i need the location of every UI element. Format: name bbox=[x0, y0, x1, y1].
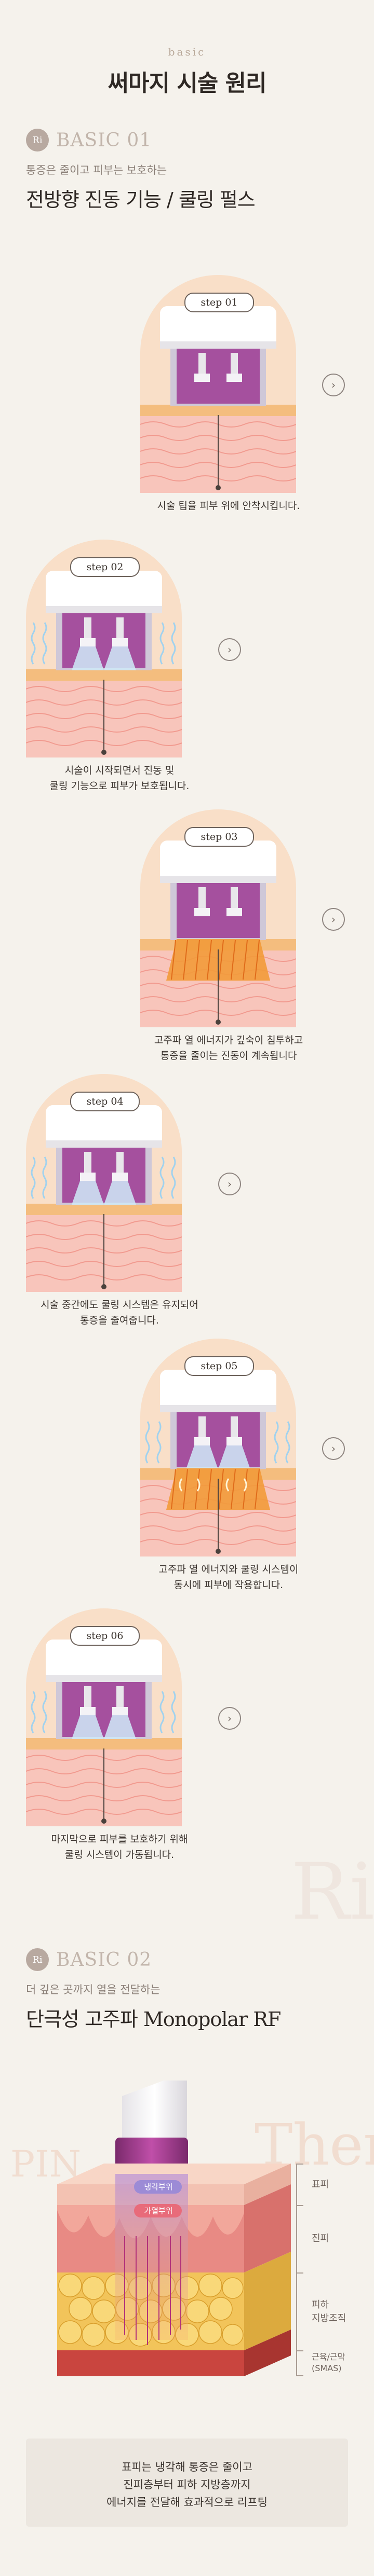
next-step-button[interactable]: › bbox=[322, 908, 345, 931]
summary-line-3: 에너지를 전달해 효과적으로 리프팅 bbox=[106, 2496, 268, 2509]
layer-tick bbox=[296, 2350, 303, 2351]
step-caption-line-1: 시술이 시작되면서 진동 및 bbox=[64, 765, 175, 776]
caption-leader-line bbox=[101, 680, 106, 755]
chevron-right-icon: › bbox=[228, 643, 232, 656]
layer-tick bbox=[296, 2272, 303, 2274]
section-subtitle: 통증은 줄이고 피부는 보호하는 bbox=[26, 164, 167, 176]
monopolar-rf-diagram: Ther PIN bbox=[0, 2081, 374, 2392]
caption-leader-line bbox=[216, 415, 221, 490]
step-caption-line-2: 통증을 줄여줍니다. bbox=[80, 1315, 159, 1326]
section-label: BASIC 01 bbox=[56, 129, 152, 151]
step-label: step 03 bbox=[184, 827, 254, 847]
section-label: BASIC 02 bbox=[56, 1949, 152, 1971]
step-caption-line-2: 통증을 줄이는 진동이 계속됩니다 bbox=[160, 1050, 297, 1062]
layer-tick bbox=[296, 2164, 303, 2165]
layer-muscle-label: 근육/근막 (SMAS) bbox=[312, 2351, 345, 2374]
tag-cool-bg bbox=[134, 2180, 182, 2194]
tag-cool-label: 냉각부위 bbox=[144, 2182, 173, 2192]
chevron-right-icon: › bbox=[331, 1442, 336, 1455]
caption-leader-line bbox=[101, 1748, 106, 1824]
step-label: step 06 bbox=[70, 1626, 140, 1646]
next-step-button[interactable]: › bbox=[218, 1173, 241, 1195]
chevron-right-icon: › bbox=[331, 913, 336, 926]
step-caption: 시술 중간에도 쿨링 시스템은 유지되어 통증을 줄여줍니다. bbox=[10, 1297, 229, 1328]
skin-cross-section-illustration bbox=[57, 2081, 291, 2376]
section-basic01-head: Ri BASIC 01 통증은 줄이고 피부는 보호하는 전방향 진동 기능 /… bbox=[26, 129, 348, 212]
step-caption: 고주파 열 에너지와 쿨링 시스템이 동시에 피부에 작용합니다. bbox=[119, 1562, 338, 1593]
step-caption-line-1: 시술 팁을 피부 위에 안착시킵니다. bbox=[157, 500, 300, 512]
next-step-button[interactable]: › bbox=[322, 374, 345, 396]
section-title: 전방향 진동 기능 / 쿨링 펄스 bbox=[26, 188, 256, 211]
step-caption-line-1: 시술 중간에도 쿨링 시스템은 유지되어 bbox=[41, 1299, 198, 1311]
brand-badge-icon: Ri bbox=[26, 1948, 49, 1971]
step-caption-line-2: 동시에 피부에 작용합니다. bbox=[173, 1579, 284, 1591]
watermark-ri: Ri bbox=[291, 1847, 374, 1937]
layer-fat-line2: 지방조직 bbox=[312, 2313, 346, 2324]
step-caption-line-1: 고주파 열 에너지와 쿨링 시스템이 bbox=[158, 1564, 299, 1575]
layer-muscle-line1: 근육/근막 bbox=[312, 2352, 345, 2362]
step-block: step 01 › 시술 팁을 피부 위에 안착시킵니다. bbox=[0, 275, 374, 571]
page-title: 써마지 시술 원리 bbox=[108, 70, 267, 97]
caption-leader-line bbox=[216, 949, 221, 1025]
caption-leader-line bbox=[101, 1214, 106, 1289]
layer-epidermis-label: 표피 bbox=[312, 2179, 329, 2190]
step-label: step 05 bbox=[184, 1356, 254, 1376]
step-caption-line-1: 고주파 열 에너지가 깊숙이 침투하고 bbox=[154, 1035, 303, 1046]
chevron-right-icon: › bbox=[228, 1178, 232, 1190]
caption-leader-line bbox=[216, 1479, 221, 1554]
summary-line-2: 진피층부터 피하 지방층까지 bbox=[123, 2478, 251, 2491]
layer-muscle-line2: (SMAS) bbox=[312, 2363, 342, 2373]
step-caption-line-1: 마지막으로 피부를 보호하기 위해 bbox=[51, 1834, 188, 1845]
step-block: step 04 › 시술 중간에도 쿨링 시스템은 유지되어 통증을 줄여줍니다… bbox=[0, 1074, 374, 1370]
step-caption: 고주파 열 에너지가 깊숙이 침투하고 통증을 줄이는 진동이 계속됩니다 bbox=[119, 1032, 338, 1064]
chevron-right-icon: › bbox=[331, 379, 336, 391]
section-subtitle: 더 깊은 곳까지 열을 전달하는 bbox=[26, 1983, 161, 1996]
section-title: 단극성 고주파 Monopolar RF bbox=[26, 2003, 348, 2032]
chevron-right-icon: › bbox=[228, 1712, 232, 1725]
summary-line-1: 표피는 냉각해 통증은 줄이고 bbox=[122, 2461, 252, 2473]
layer-tick bbox=[296, 2375, 303, 2376]
header-kicker: basic bbox=[168, 46, 206, 58]
step-caption: 시술 팁을 피부 위에 안착시킵니다. bbox=[119, 498, 338, 514]
step-block: step 02 › 시술이 시작되면서 진동 및 쿨링 기능으로 피부가 보호됩… bbox=[0, 540, 374, 835]
watermark-pin: PIN bbox=[10, 2143, 82, 2185]
next-step-button[interactable]: › bbox=[218, 1707, 241, 1730]
next-step-button[interactable]: › bbox=[322, 1437, 345, 1460]
section-title-ko: 단극성 고주파 bbox=[26, 2008, 138, 2031]
layer-dermis-label: 진피 bbox=[312, 2233, 329, 2244]
section-title-en: Monopolar RF bbox=[143, 2008, 281, 2031]
layer-fat-line1: 피하 bbox=[312, 2299, 329, 2310]
step-caption: 시술이 시작되면서 진동 및 쿨링 기능으로 피부가 보호됩니다. bbox=[10, 763, 229, 794]
step-caption-line-2: 쿨링 시스템이 가동됩니다. bbox=[64, 1849, 175, 1861]
layer-scale-rule bbox=[296, 2164, 297, 2376]
summary-text: 표피는 냉각해 통증은 줄이고 진피층부터 피하 지방층까지 에너지를 전달해 … bbox=[26, 2458, 348, 2511]
layer-tick bbox=[296, 2205, 303, 2206]
layer-fat-label: 피하 지방조직 bbox=[312, 2298, 346, 2325]
brand-badge-icon: Ri bbox=[26, 129, 49, 151]
section-basic02-head: Ri BASIC 02 더 깊은 곳까지 열을 전달하는 단극성 고주파 Mon… bbox=[26, 1948, 348, 2032]
step-block: step 03 › 고주파 열 에너지가 깊숙이 침투하고 통증을 줄이는 진동… bbox=[0, 809, 374, 1105]
step-label: step 02 bbox=[70, 557, 140, 577]
step-block: step 06 › 마지막으로 피부를 보호하기 위해 쿨링 시스템이 가동됩니… bbox=[0, 1608, 374, 1904]
tag-heat-label: 가열부위 bbox=[144, 2206, 173, 2215]
summary-box: 표피는 냉각해 통증은 줄이고 진피층부터 피하 지방층까지 에너지를 전달해 … bbox=[26, 2439, 348, 2527]
tag-heat-bg bbox=[134, 2204, 182, 2217]
device-handle bbox=[122, 2081, 187, 2143]
step-label: step 04 bbox=[70, 1092, 140, 1111]
step-caption-line-2: 쿨링 기능으로 피부가 보호됩니다. bbox=[49, 780, 190, 792]
device-skin-illustration bbox=[140, 1370, 296, 1556]
step-block: step 05 › 고주파 열 에너지와 쿨링 시스템이 동시에 피부에 작용합… bbox=[0, 1339, 374, 1634]
step-label: step 01 bbox=[184, 293, 254, 312]
next-step-button[interactable]: › bbox=[218, 638, 241, 661]
step-caption: 마지막으로 피부를 보호하기 위해 쿨링 시스템이 가동됩니다. bbox=[10, 1831, 229, 1863]
